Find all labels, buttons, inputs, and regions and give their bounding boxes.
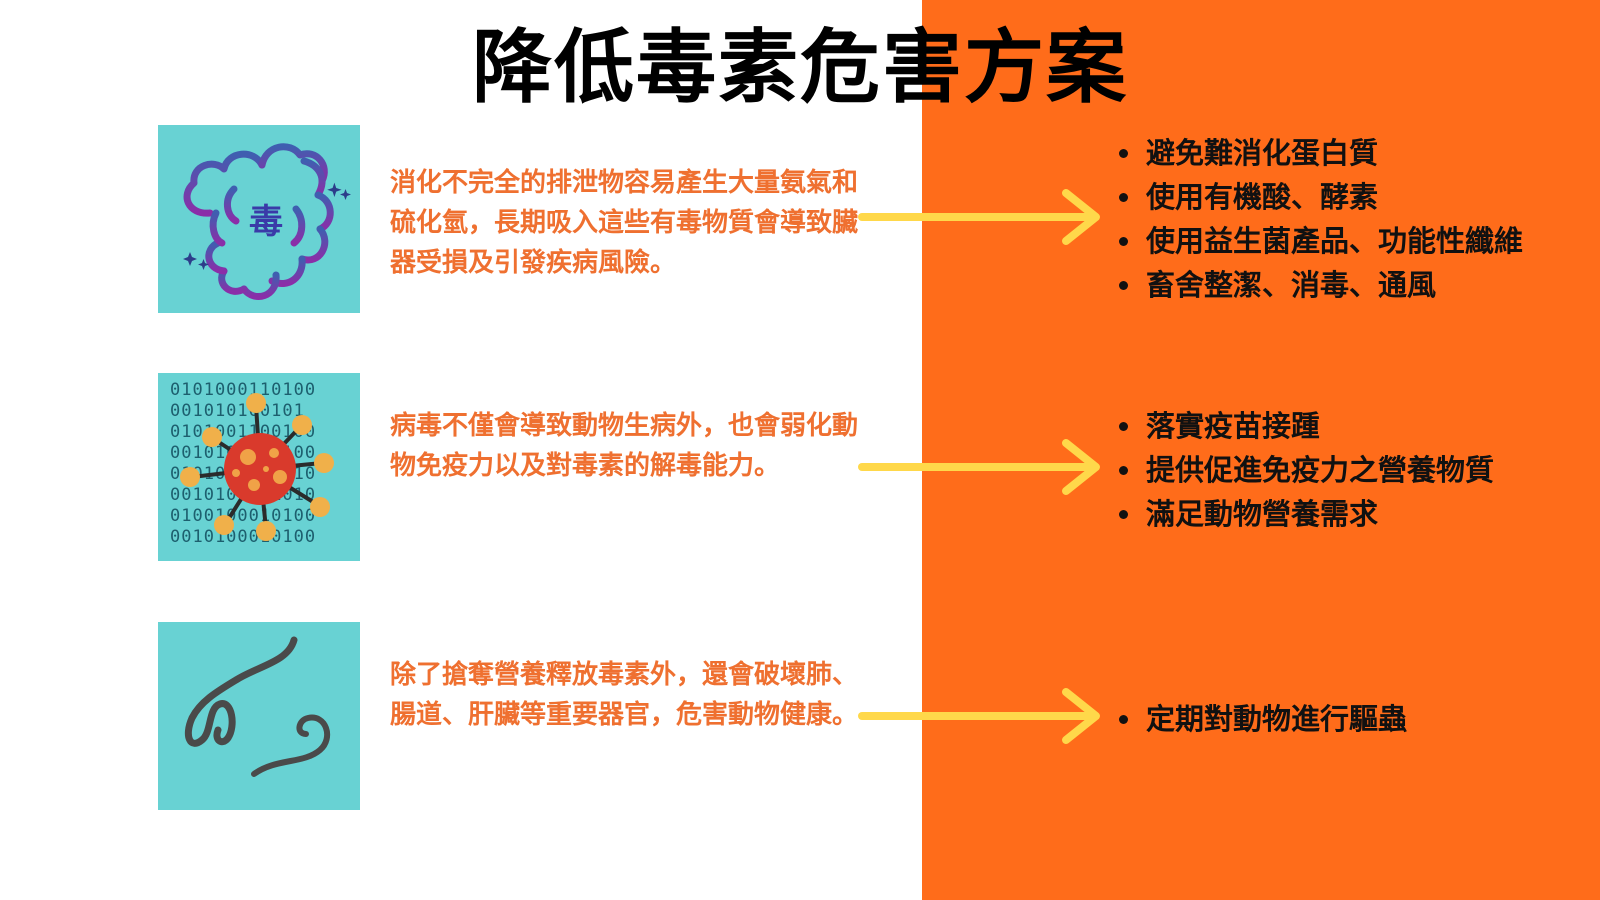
solution-item: 使用有機酸、酵素	[1116, 175, 1586, 219]
svg-text:0010100010100: 0010100010100	[170, 527, 316, 547]
parasite-worm-icon	[158, 622, 360, 810]
virus-binary-icon: 0101000110100 001010100101 0101001100100…	[158, 373, 360, 561]
bullet-icon	[1119, 281, 1128, 290]
toxin-description: 除了搶奪營養釋放毒素外，還會破壞肺、腸道、肝臟等重要器官，危害動物健康。	[390, 660, 859, 730]
solution-item: 提供促進免疫力之營養物質	[1116, 448, 1586, 492]
bullet-icon	[1119, 715, 1128, 724]
bullet-icon	[1119, 422, 1128, 431]
solution-item: 避免難消化蛋白質	[1116, 131, 1586, 175]
solution-item: 落實疫苗接踵	[1116, 404, 1586, 448]
bullet-icon	[1119, 149, 1128, 158]
right-arrow-icon	[858, 439, 1100, 495]
toxin-description: 消化不完全的排泄物容易產生大量氨氣和硫化氫，長期吸入這些有毒物質會導致臟器受損及…	[390, 168, 859, 278]
solution-item: 滿足動物營養需求	[1116, 492, 1586, 536]
solution-item: 畜舍整潔、消毒、通風	[1116, 263, 1586, 307]
bullet-icon	[1119, 237, 1128, 246]
toxin-character: 毒	[249, 202, 283, 242]
solution-list: 避免難消化蛋白質 使用有機酸、酵素 使用益生菌產品、功能性纖維 畜舍整潔、消毒、…	[1116, 131, 1586, 307]
toxin-row-virus: 0101000110100 001010100101 0101001100100…	[0, 373, 1600, 561]
page-title: 降低毒素危害方案	[472, 21, 1128, 114]
bullet-icon	[1119, 193, 1128, 202]
toxin-row-parasite: 除了搶奪營養釋放毒素外，還會破壞肺、腸道、肝臟等重要器官，危害動物健康。 定期對…	[0, 622, 1600, 810]
toxic-gas-cloud-icon: 毒	[158, 125, 360, 313]
bullet-icon	[1119, 466, 1128, 475]
toxin-row-gas: 毒 消化不完全的排泄物容易產生大量氨氣和硫化氫，長期吸入這些有毒物質會導致臟器受…	[0, 125, 1600, 313]
solutions-background-panel	[922, 0, 1600, 900]
solution-list: 定期對動物進行驅蟲	[1116, 697, 1586, 741]
svg-text:0101000110100: 0101000110100	[170, 380, 316, 400]
solution-list: 落實疫苗接踵 提供促進免疫力之營養物質 滿足動物營養需求	[1116, 404, 1586, 536]
solution-item: 使用益生菌產品、功能性纖維	[1116, 219, 1586, 263]
svg-text:0100100010100: 0100100010100	[170, 506, 316, 526]
svg-text:001010100101: 001010100101	[170, 401, 305, 421]
solution-item: 定期對動物進行驅蟲	[1116, 697, 1586, 741]
toxin-description: 病毒不僅會導致動物生病外，也會弱化動物免疫力以及對毒素的解毒能力。	[390, 411, 859, 481]
bullet-icon	[1119, 510, 1128, 519]
right-arrow-icon	[858, 688, 1100, 744]
right-arrow-icon	[858, 189, 1100, 245]
